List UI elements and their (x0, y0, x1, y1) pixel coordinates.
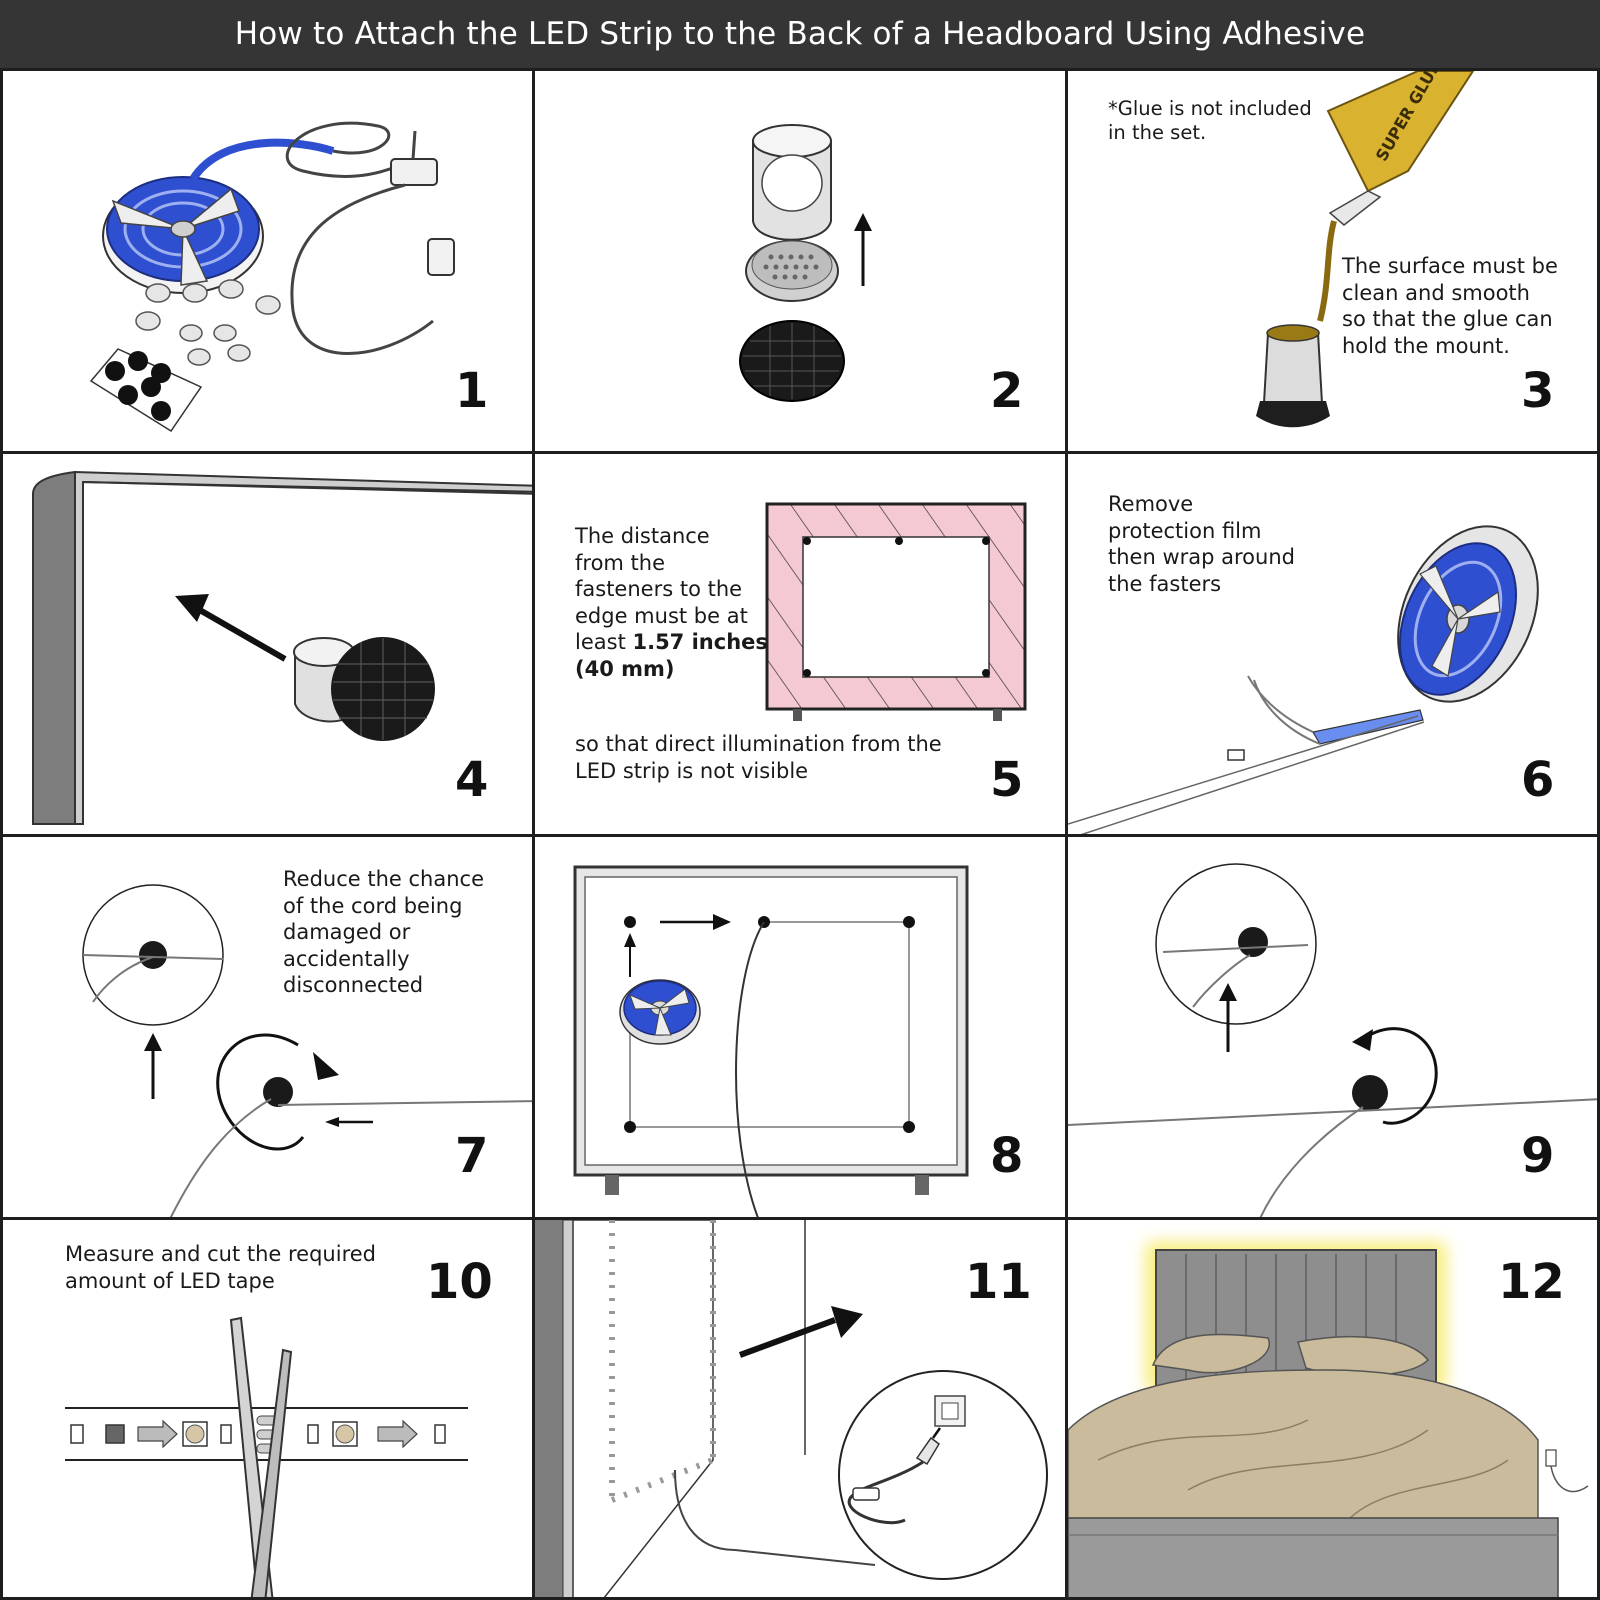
step-caption-7: Reduce the chance of the cord being dama… (283, 867, 484, 997)
step-panel-3: SUPER GLUE *Glue is not included in the … (1065, 68, 1600, 454)
step-number-10: 10 (426, 1254, 493, 1310)
step-panel-5: The distance from the fasteners to the e… (532, 451, 1068, 837)
step-caption-10: Measure and cut the required amount of L… (65, 1242, 377, 1293)
step-panel-9: 9 (1065, 834, 1600, 1220)
glue-disclaimer-note: *Glue is not included in the set. (1108, 97, 1312, 144)
steps-grid: 1 2 (0, 68, 1600, 1600)
super-glue-tube-icon: SUPER GLUE (1256, 71, 1475, 428)
lit-headboard-bed-icon (1068, 1242, 1589, 1597)
step-number-8: 8 (990, 1128, 1024, 1184)
step-number-4: 4 (455, 752, 489, 808)
wrap-cord-icon (82, 884, 532, 1217)
step-panel-1: 1 (0, 68, 535, 454)
led-strip-kit-icon (89, 121, 455, 433)
step-number-6: 6 (1521, 752, 1555, 808)
step-caption-5-text: The distance from the fasteners to the e… (575, 524, 748, 654)
step-number-11: 11 (965, 1254, 1032, 1310)
step-number-7: 7 (455, 1128, 489, 1184)
step-caption-5-visibility: so that direct illumination from the LED… (575, 732, 942, 783)
remove-film-icon (1068, 525, 1539, 834)
step-caption-6: Remove protection film then wrap around … (1108, 492, 1295, 596)
mount-to-headboard-icon (32, 470, 532, 825)
step-panel-6: Remove protection film then wrap around … (1065, 451, 1600, 837)
step-number-5: 5 (990, 752, 1024, 808)
step-caption-5-distance: 1.57 inches (40 mm) (575, 630, 768, 681)
step-caption-3: The surface must be clean and smooth so … (1342, 254, 1558, 358)
step-number-3: 3 (1521, 363, 1555, 419)
step-panel-2: 2 (532, 68, 1068, 454)
step-panel-4: 4 (0, 451, 535, 837)
step-number-2: 2 (990, 363, 1024, 419)
step-number-1: 1 (455, 363, 489, 419)
step-caption-5: The distance from the fasteners to the e… (575, 523, 768, 682)
route-strip-icon (573, 865, 969, 1217)
step-panel-11: 11 (532, 1217, 1068, 1600)
adhesive-mount-parts-icon (739, 124, 872, 402)
step-panel-12: 12 (1065, 1217, 1600, 1600)
plug-in-outlet-icon (535, 1220, 1048, 1597)
step-number-9: 9 (1521, 1128, 1555, 1184)
wrap-cord-around-fastener-icon (1068, 863, 1597, 1217)
step-panel-8: 8 (532, 834, 1068, 1220)
cut-tape-scissors-icon (65, 1316, 468, 1597)
step-panel-10: Measure and cut the required amount of L… (0, 1217, 535, 1600)
step-panel-7: Reduce the chance of the cord being dama… (0, 834, 535, 1220)
safe-zone-diagram-icon (765, 502, 1027, 721)
page-title: How to Attach the LED Strip to the Back … (0, 0, 1600, 68)
step-number-12: 12 (1498, 1254, 1565, 1310)
